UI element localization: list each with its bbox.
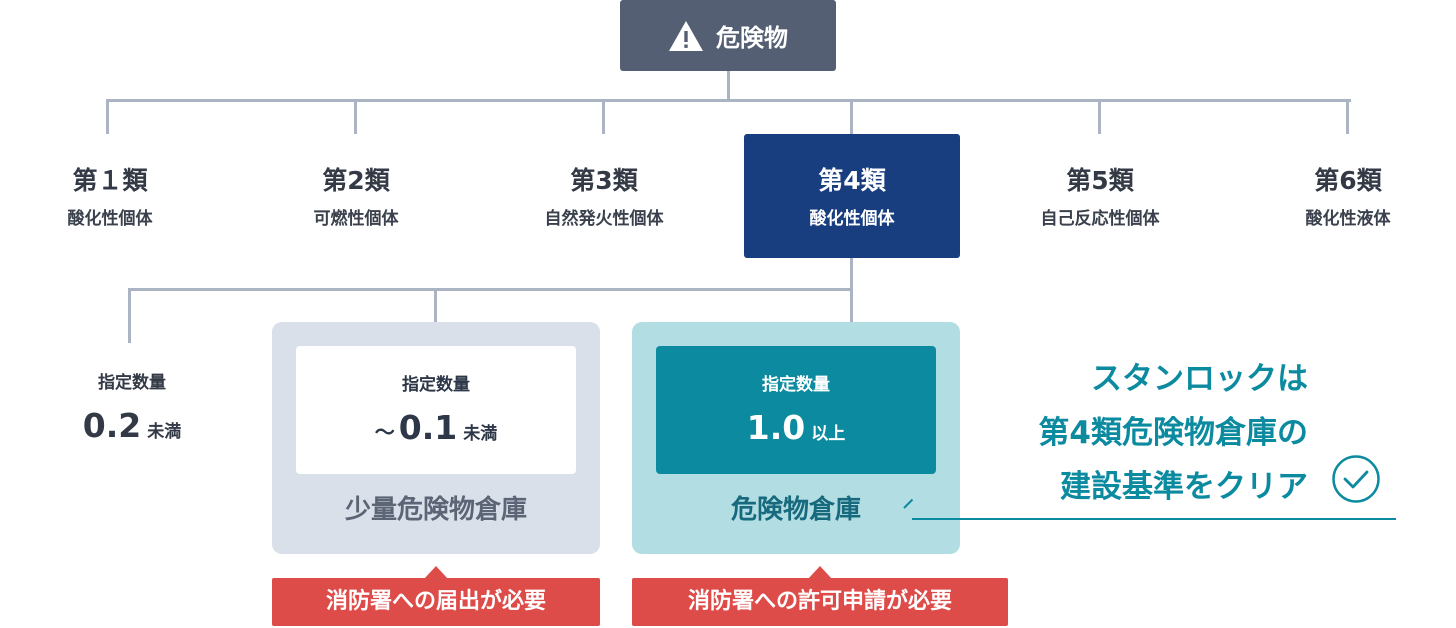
- small-storage-name: 少量危険物倉庫: [344, 495, 527, 525]
- category-subtitle: 酸化性個体: [809, 209, 895, 229]
- connector-quantity-small: [434, 288, 437, 322]
- badge-arrow-small: [424, 566, 448, 579]
- quantity-value: 0.1: [398, 408, 458, 447]
- connector-cat6: [1346, 99, 1349, 134]
- root-label: 危険物: [716, 24, 788, 52]
- warning-icon: [669, 20, 703, 51]
- notification-required-badge: 消防署への届出が必要: [272, 578, 600, 626]
- quantity-label: 指定数量: [98, 373, 166, 393]
- quantity-label: 指定数量: [762, 375, 830, 395]
- category-title: 第6類: [1314, 166, 1382, 195]
- connector-cat1: [106, 99, 109, 134]
- connector-cat4: [850, 99, 853, 134]
- category-title: 第3類: [570, 166, 638, 195]
- quantity-unit: 未満: [147, 422, 182, 442]
- quantity-label: 指定数量: [402, 375, 470, 395]
- pointer-line: [912, 518, 1396, 520]
- category-title: 第2類: [322, 166, 390, 195]
- permit-required-badge: 消防署への許可申請が必要: [632, 578, 1008, 626]
- connector-top-horizontal: [106, 99, 1351, 102]
- category-subtitle: 酸化性個体: [67, 209, 153, 229]
- connector-root-down: [727, 71, 730, 101]
- quantity-unit: 以上: [811, 424, 846, 444]
- category-subtitle: 酸化性液体: [1305, 209, 1391, 229]
- quantity-prefix: ～: [374, 420, 395, 444]
- check-circle-icon: [1332, 455, 1380, 503]
- connector-cat5: [1098, 99, 1101, 134]
- quantity-value: 1.0: [746, 408, 806, 447]
- badge-arrow-large: [808, 566, 832, 579]
- category-subtitle: 自然発火性個体: [544, 209, 664, 229]
- quantity-unit: 未満: [463, 424, 498, 444]
- category-title: 第4類: [818, 166, 886, 195]
- category-subtitle: 可燃性個体: [313, 209, 399, 229]
- category-4-highlight: 第4類 酸化性個体: [744, 134, 960, 258]
- category-1: 第１類 酸化性個体: [0, 166, 220, 230]
- category-5: 第5類 自己反応性個体: [990, 166, 1210, 230]
- connector-cat4-down: [850, 258, 853, 348]
- promo-line-1: スタンロックは: [1091, 361, 1308, 397]
- root-node: 危険物: [620, 0, 836, 71]
- category-title: 第１類: [72, 166, 148, 195]
- storage-name: 危険物倉庫: [730, 495, 861, 525]
- category-subtitle: 自己反応性個体: [1040, 209, 1160, 229]
- connector-bottom-horizontal: [128, 288, 853, 291]
- category-title: 第5類: [1066, 166, 1134, 195]
- category-2: 第2類 可燃性個体: [246, 166, 466, 230]
- promo-text: スタンロックは 第4類危険物倉庫の 建設基準をクリア: [1038, 352, 1308, 514]
- category-6: 第6類 酸化性液体: [1238, 166, 1456, 230]
- connector-cat2: [354, 99, 357, 134]
- promo-line-2: 第4類危険物倉庫の: [1038, 415, 1308, 451]
- promo-line-3: 建設基準をクリア: [1060, 469, 1308, 505]
- quantity-value: 0.2: [82, 406, 142, 445]
- connector-quantity-none: [128, 288, 131, 343]
- category-3: 第3類 自然発火性個体: [494, 166, 714, 230]
- connector-cat3: [602, 99, 605, 134]
